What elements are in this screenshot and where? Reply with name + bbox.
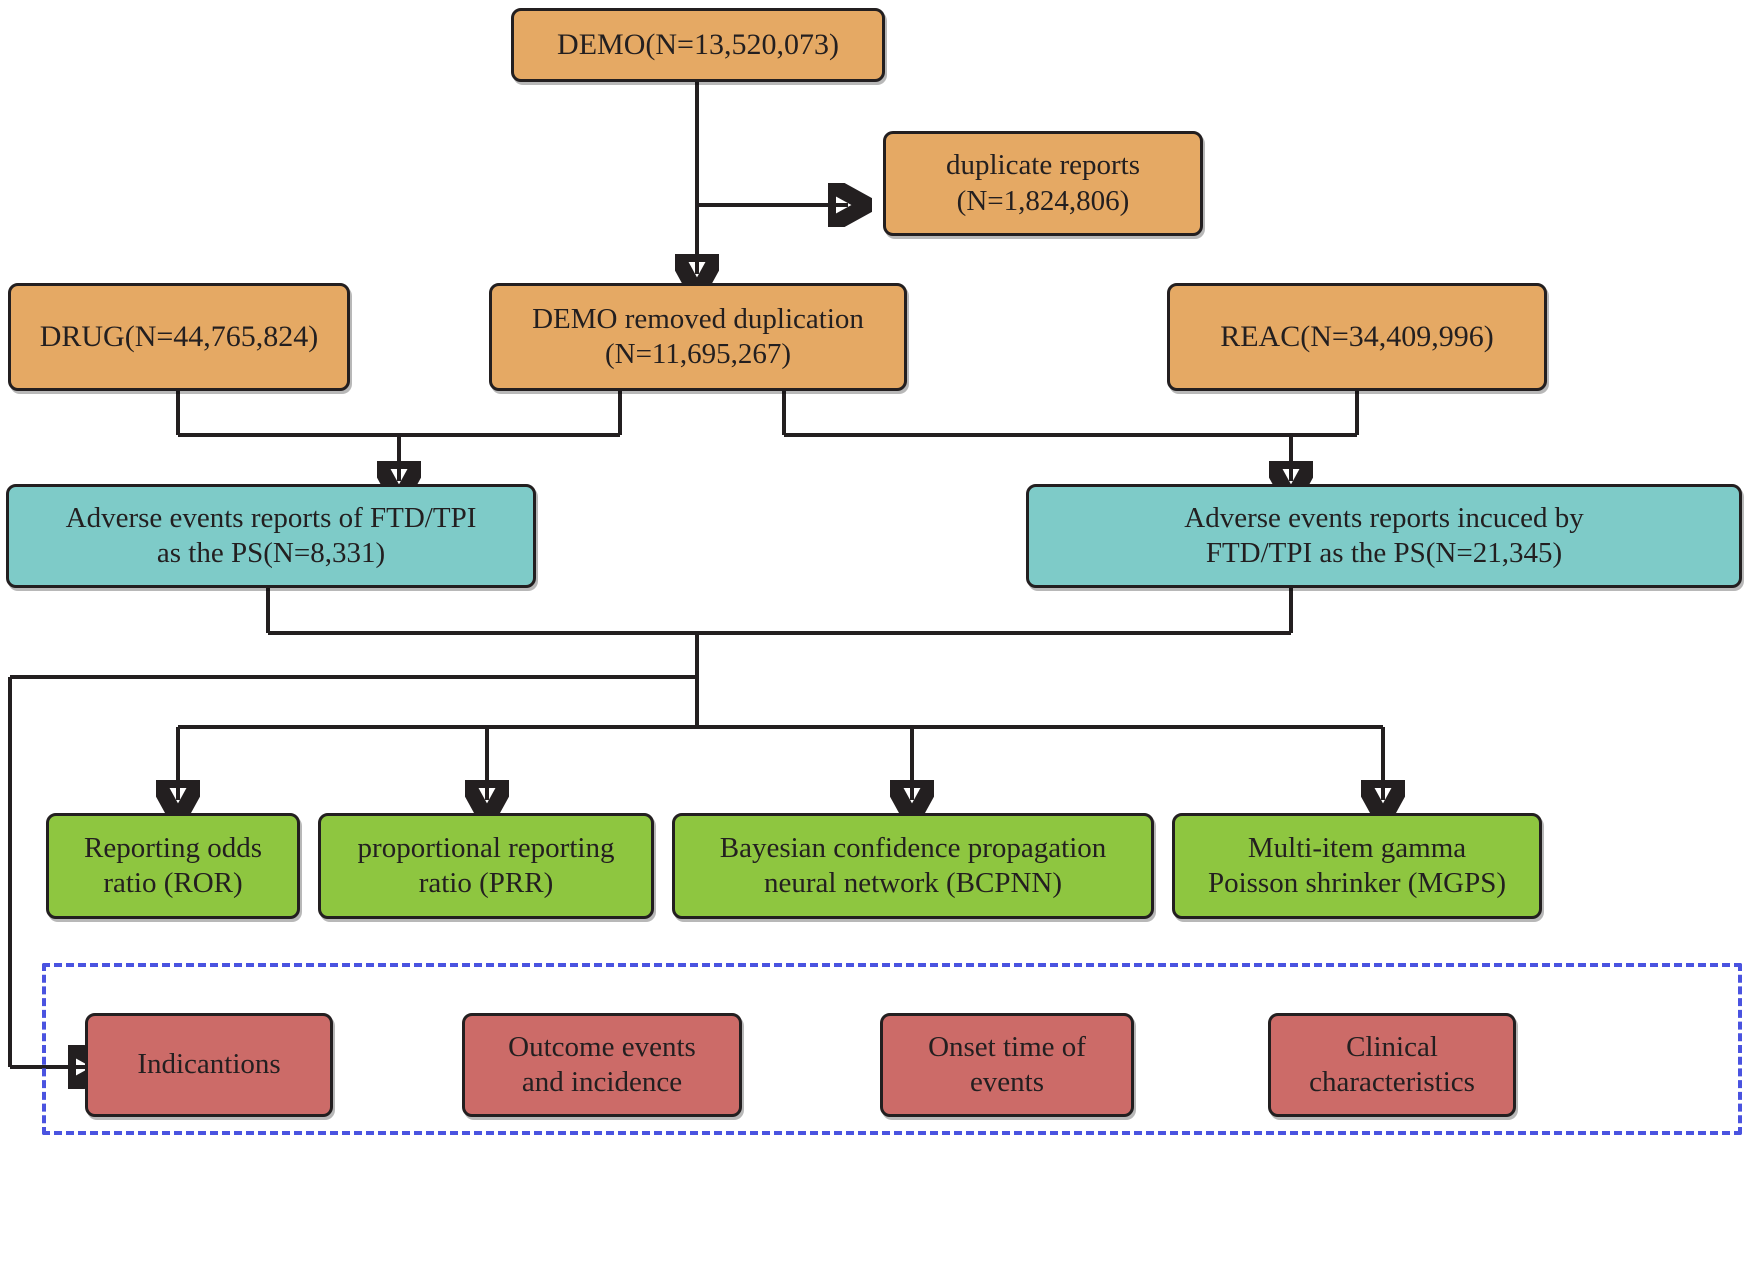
node-demo-removed-duplication[interactable]: DEMO removed duplication (N=11,695,267)	[489, 283, 907, 391]
node-mgps[interactable]: Multi-item gamma Poisson shrinker (MGPS)	[1172, 813, 1542, 919]
node-reac[interactable]: REAC(N=34,409,996)	[1167, 283, 1547, 391]
node-outcome-events-and-incidence[interactable]: Outcome events and incidence	[462, 1013, 742, 1117]
node-proportional-reporting-ratio[interactable]: proportional reporting ratio (PRR)	[318, 813, 654, 919]
node-reporting-odds-ratio[interactable]: Reporting odds ratio (ROR)	[46, 813, 300, 919]
node-adverse-events-ftd-tpi-ps[interactable]: Adverse events reports of FTD/TPI as the…	[6, 484, 536, 588]
analysis-group-dashed-box	[42, 963, 1742, 1135]
node-bcpnn[interactable]: Bayesian confidence propagation neural n…	[672, 813, 1154, 919]
node-indications[interactable]: Indicantions	[85, 1013, 333, 1117]
node-drug[interactable]: DRUG(N=44,765,824)	[8, 283, 350, 391]
node-onset-time-of-events[interactable]: Onset time of events	[880, 1013, 1134, 1117]
node-demo[interactable]: DEMO(N=13,520,073)	[511, 8, 885, 82]
node-duplicate-reports[interactable]: duplicate reports (N=1,824,806)	[883, 131, 1203, 236]
node-clinical-characteristics[interactable]: Clinical characteristics	[1268, 1013, 1516, 1117]
node-adverse-events-induced-ftd-tpi-ps[interactable]: Adverse events reports incuced by FTD/TP…	[1026, 484, 1742, 588]
